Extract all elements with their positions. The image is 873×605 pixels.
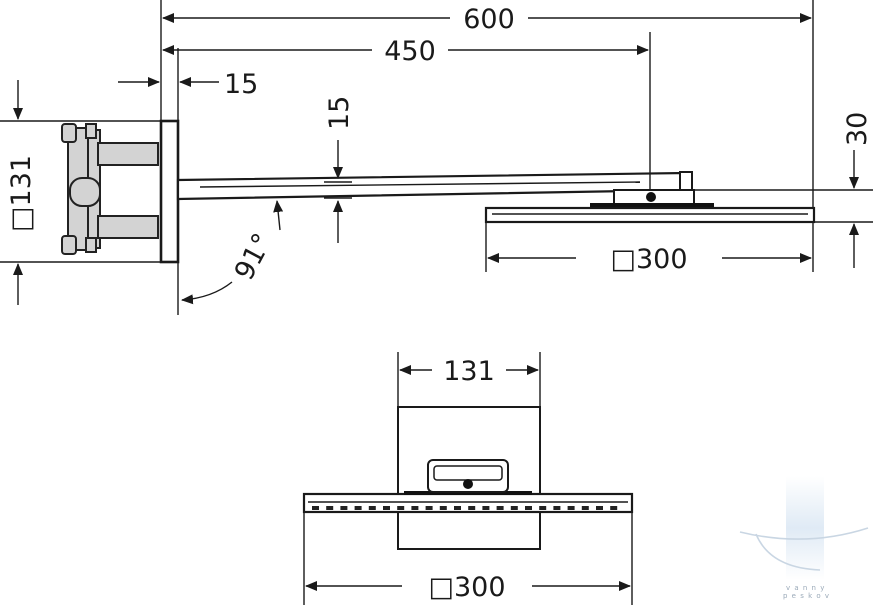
nozzle bbox=[567, 506, 575, 510]
nozzle bbox=[411, 506, 419, 510]
nozzle bbox=[454, 506, 461, 510]
dim-arm-length: 450 bbox=[384, 36, 436, 67]
nozzle bbox=[553, 506, 561, 510]
watermark-logo: v a n n y p e s k o v bbox=[739, 476, 869, 600]
dim-head-thickness: 30 bbox=[842, 112, 873, 146]
nozzle bbox=[510, 506, 518, 510]
head-joint bbox=[590, 189, 714, 209]
nozzle bbox=[525, 506, 532, 510]
nozzle bbox=[340, 506, 348, 510]
nozzle bbox=[496, 506, 504, 510]
nozzle bbox=[383, 506, 390, 510]
nozzle bbox=[397, 506, 405, 510]
front-view: 131 □300 bbox=[302, 352, 634, 605]
watermark-line1: v a n n y bbox=[786, 584, 825, 592]
dim-arm-angle: 91° bbox=[229, 228, 279, 285]
side-view: 600 450 15 15 □131 30 □300 91° bbox=[0, 0, 873, 315]
nozzle bbox=[581, 506, 589, 510]
shower-head-side bbox=[484, 206, 816, 224]
nozzle bbox=[354, 506, 362, 510]
dim-arm-thickness: 15 bbox=[324, 96, 355, 130]
nozzle bbox=[610, 506, 618, 510]
nozzle bbox=[596, 506, 603, 510]
mounting-box bbox=[61, 123, 159, 255]
watermark-line2: p e s k o v bbox=[783, 592, 830, 600]
dim-head-size: □300 bbox=[610, 244, 687, 275]
dim-front-head-width: □300 bbox=[428, 572, 505, 603]
nozzle bbox=[468, 506, 476, 510]
nozzle bbox=[439, 506, 447, 510]
nozzle bbox=[482, 506, 490, 510]
nozzle-row bbox=[312, 506, 618, 510]
nozzle bbox=[368, 506, 376, 510]
nozzle bbox=[539, 506, 547, 510]
dim-plate-thickness: 15 bbox=[224, 69, 258, 100]
nozzle bbox=[425, 506, 433, 510]
dim-plate-size: □131 bbox=[6, 155, 37, 232]
dim-overall-length: 600 bbox=[463, 4, 515, 35]
wall-plate bbox=[159, 119, 180, 264]
nozzle bbox=[326, 506, 334, 510]
nozzle bbox=[312, 506, 319, 510]
dim-front-plate-width: 131 bbox=[443, 356, 495, 387]
